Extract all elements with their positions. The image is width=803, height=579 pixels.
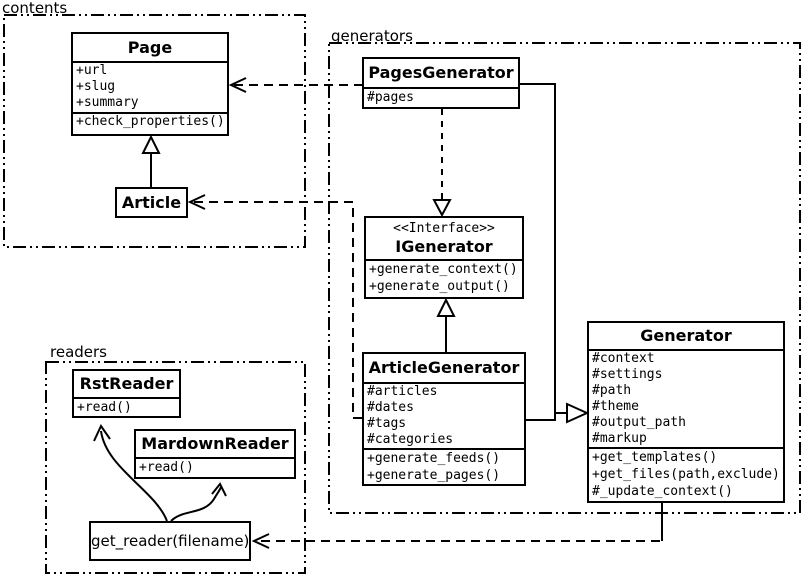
method: +get_templates() [592, 450, 718, 465]
attribute: #categories [367, 432, 454, 447]
class-rstreader: RstReader +read() [72, 369, 181, 418]
class-generator-methods: +get_templates() +get_files(path,exclude… [589, 447, 783, 501]
method: +generate_pages() [367, 468, 501, 483]
method: +generate_context() [369, 262, 518, 277]
class-page-title: Page [127, 38, 173, 57]
class-articlegenerator-title: ArticleGenerator [368, 358, 520, 377]
class-mardownreader-methods: +read() [136, 457, 294, 477]
function-get-reader: get_reader(filename) [89, 521, 251, 561]
package-generators-frame [328, 42, 801, 514]
dependency-generator-to-getreader-arrowhead [251, 533, 270, 549]
package-contents-label: contents [2, 0, 68, 17]
attribute: +url [76, 63, 108, 78]
method: +generate_feeds() [367, 451, 501, 466]
attribute: #dates [367, 400, 414, 415]
class-igenerator-title: IGenerator [395, 237, 493, 256]
method: #_update_context() [592, 484, 733, 499]
class-page: Page +url +slug +summary +check_properti… [71, 32, 229, 136]
attribute: #pages [367, 90, 414, 105]
method: +get_files(path,exclude) [592, 467, 780, 482]
method: +generate_output() [369, 279, 510, 294]
attribute: +summary [76, 95, 139, 110]
attribute: #markup [592, 431, 647, 446]
class-articlegenerator: ArticleGenerator #articles #dates #tags … [362, 352, 526, 486]
class-article-title: Article [121, 193, 182, 212]
generalization-article-to-page-triangle [141, 134, 161, 154]
method: +read() [139, 460, 194, 475]
dependency-articlegenerator-to-article-arrowhead [187, 194, 206, 210]
class-igenerator: <<Interface>> IGenerator +generate_conte… [364, 216, 524, 299]
attribute: #tags [367, 416, 407, 431]
arrow-getreader-to-rstreader-curve [100, 430, 168, 522]
dependency-articlegenerator-to-article-line [193, 201, 362, 419]
attribute: #theme [592, 399, 639, 414]
class-igenerator-stereotype: <<Interface>> [393, 221, 495, 236]
method: +check_properties() [76, 114, 225, 129]
generalization-articlegenerator-to-igenerator-triangle [436, 297, 456, 317]
class-generator-attributes: #context #settings #path #theme #output_… [589, 349, 783, 447]
class-mardownreader-title: MardownReader [141, 434, 289, 453]
arrow-getreader-to-mardownreader-arrowhead [211, 482, 227, 497]
class-articlegenerator-attributes: #articles #dates #tags #categories [364, 382, 524, 448]
class-pagesgenerator: PagesGenerator #pages [362, 57, 520, 109]
attribute: #output_path [592, 415, 686, 430]
package-generators-label: generators [331, 27, 413, 45]
attribute: #articles [367, 384, 438, 399]
attribute: +slug [76, 79, 116, 94]
method: +read() [77, 400, 132, 415]
package-readers-label: readers [50, 343, 107, 361]
class-igenerator-header: <<Interface>> IGenerator [366, 218, 522, 259]
class-pagesgenerator-title: PagesGenerator [368, 63, 514, 82]
class-generator-title: Generator [640, 326, 732, 345]
package-contents-frame [3, 14, 306, 248]
class-rstreader-methods: +read() [74, 397, 179, 416]
class-mardownreader: MardownReader +read() [134, 429, 296, 479]
attribute: #path [592, 383, 632, 398]
class-articlegenerator-methods: +generate_feeds() +generate_pages() [364, 448, 524, 484]
realization-pagesgenerator-to-igenerator-triangle [432, 199, 452, 218]
function-get-reader-label: get_reader(filename) [91, 532, 250, 550]
attribute: #settings [592, 367, 663, 382]
class-generator: Generator #context #settings #path #them… [587, 321, 785, 503]
arrow-getreader-to-rstreader-arrowhead [93, 423, 111, 442]
attribute: #context [592, 351, 655, 366]
class-page-methods: +check_properties() [73, 112, 227, 134]
class-rstreader-title: RstReader [79, 374, 174, 393]
class-page-attributes: +url +slug +summary [73, 61, 227, 112]
class-article: Article [115, 187, 188, 218]
generalization-to-generator-triangle [566, 402, 590, 424]
class-igenerator-methods: +generate_context() +generate_output() [366, 259, 522, 297]
dependency-pagesgenerator-to-page-arrowhead [228, 77, 247, 93]
generalization-pagesgenerator-to-generator-line [519, 83, 556, 420]
class-pagesgenerator-attributes: #pages [364, 87, 518, 107]
arrow-getreader-to-mardownreader-curve [170, 486, 222, 522]
